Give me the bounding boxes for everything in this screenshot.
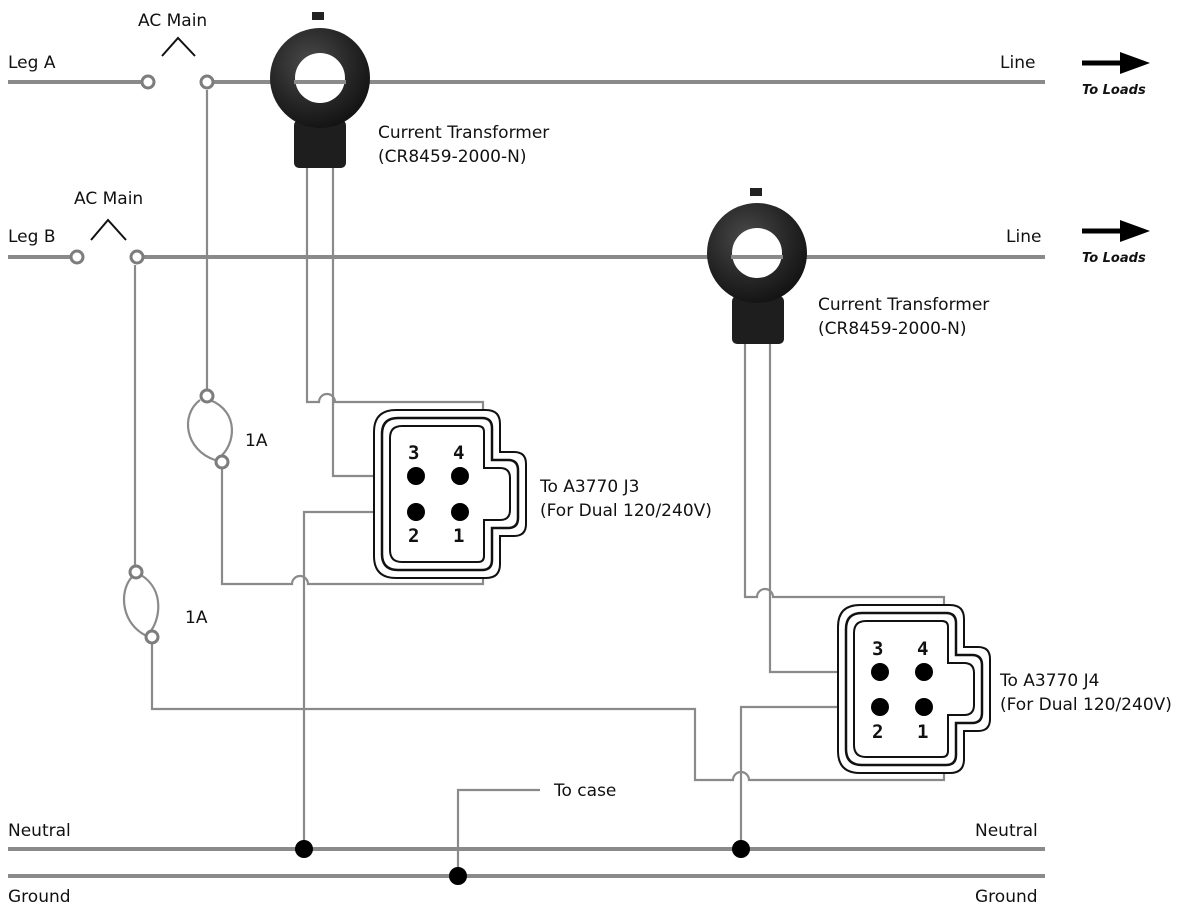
to-loads-a-label: To Loads <box>1082 83 1146 98</box>
connector-j4: 3 4 2 1 <box>837 604 991 774</box>
fuse-1a-bottom <box>122 564 160 645</box>
neutral-junction-2 <box>732 840 750 858</box>
arrow-right-icon <box>1082 52 1150 74</box>
fuse2-label: 1A <box>185 608 208 628</box>
j3-pin-4-label: 4 <box>453 442 464 464</box>
fuse1-label: 1A <box>245 431 268 451</box>
leg-b-label: Leg B <box>8 227 56 247</box>
connector-j3-label: To A3770 J3 <box>539 477 639 497</box>
j3-pin-3-label: 3 <box>408 442 419 464</box>
j4-pin-1-label: 1 <box>917 721 928 743</box>
ct1-part-label: (CR8459-2000-N) <box>378 147 526 167</box>
to-loads-b-label: To Loads <box>1082 251 1146 266</box>
connector-j4-sublabel: (For Dual 120/240V) <box>1000 695 1172 715</box>
j4-pin-4-label: 4 <box>917 638 928 660</box>
line-b-label: Line <box>1006 227 1041 247</box>
case-ground-wire <box>456 788 540 876</box>
ground-right-label: Ground <box>975 887 1038 907</box>
neutral-right-label: Neutral <box>975 821 1038 841</box>
to-case-label: To case <box>553 781 616 801</box>
neutral-junction-1 <box>295 840 313 858</box>
fuse1-wiring <box>205 90 485 586</box>
j4-pin-3-label: 3 <box>872 638 883 660</box>
ct2-part-label: (CR8459-2000-N) <box>818 319 966 339</box>
neutral-left-label: Neutral <box>8 821 71 841</box>
j4-pin-2-label: 2 <box>872 721 883 743</box>
breaker-leg-a <box>140 36 215 90</box>
line-a-label: Line <box>1000 53 1035 73</box>
breaker-leg-b <box>69 218 145 265</box>
connector-j4-label: To A3770 J4 <box>999 671 1099 691</box>
ac-main-b-label: AC Main <box>74 189 143 209</box>
connector-j3: 3 4 2 1 <box>373 409 527 579</box>
current-transformer-2 <box>707 188 807 344</box>
j3-pin-2-label: 2 <box>408 525 419 547</box>
ground-junction <box>449 867 467 885</box>
fuse2-wiring <box>133 265 946 782</box>
connector-j3-sublabel: (For Dual 120/240V) <box>540 501 712 521</box>
ground-left-label: Ground <box>8 887 71 907</box>
ct1-name-label: Current Transformer <box>378 123 549 143</box>
arrow-right-icon <box>1082 220 1150 242</box>
fuse-1a-top <box>186 388 233 470</box>
ac-main-a-label: AC Main <box>138 11 207 31</box>
leg-a-label: Leg A <box>8 53 56 73</box>
j3-pin-1-label: 1 <box>453 525 464 547</box>
ct2-name-label: Current Transformer <box>818 295 989 315</box>
current-transformer-1 <box>270 12 370 168</box>
